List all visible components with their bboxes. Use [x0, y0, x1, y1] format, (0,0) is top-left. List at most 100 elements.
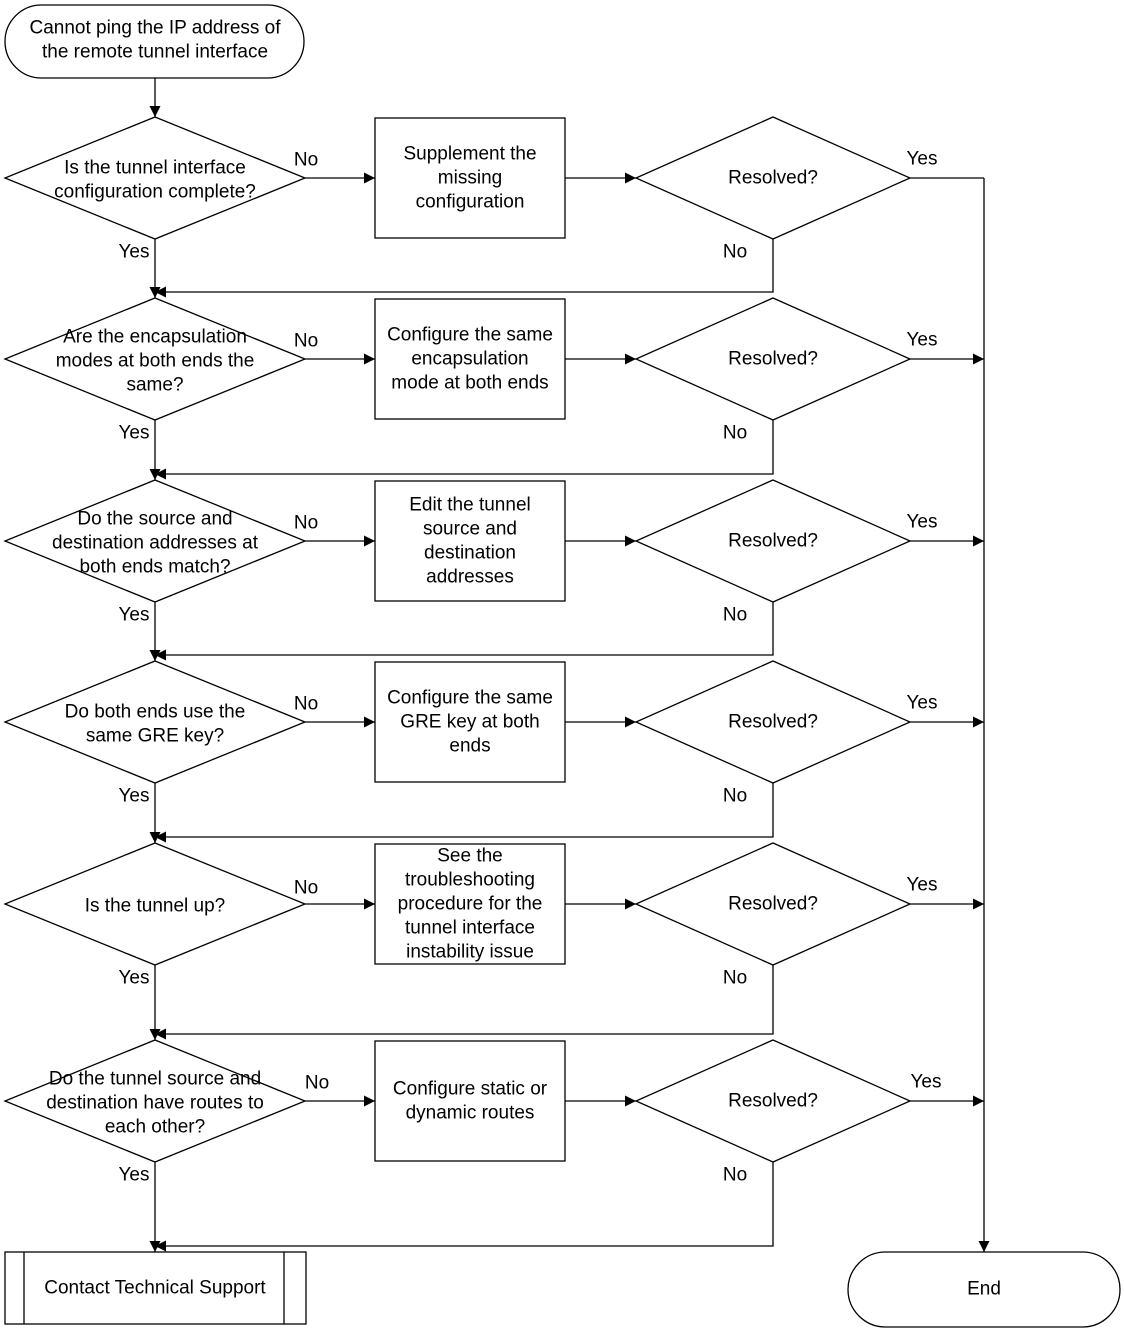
question-5-decision: Is the tunnel up? [3, 842, 307, 966]
question-5-shape [3, 842, 307, 966]
action-6-shape [374, 1040, 566, 1162]
resolved-1-decision: Resolved? [634, 116, 912, 240]
resolved-1-shape [634, 116, 912, 240]
resolved-4-no-line [155, 783, 774, 843]
question-5-text-line: Is the tunnel up? [85, 896, 226, 917]
question-3-text-line: destination addresses at [52, 533, 259, 554]
question-6-yes-label: Yes [119, 1165, 150, 1186]
resolved-6-no-line [155, 1162, 774, 1252]
question-1-text-line: configuration complete? [54, 182, 256, 203]
question-3-text: Do the source and destination addresses a… [52, 509, 259, 578]
question-5-yes-label: Yes [119, 968, 150, 989]
action-5-text-line: instability issue [406, 942, 534, 963]
action-3-text-line: destination [424, 543, 516, 564]
connector-lines [149, 78, 990, 1252]
start-terminator: Cannot ping the IP address of the remote … [4, 4, 305, 79]
action-5-text-line: See the [437, 846, 503, 867]
resolved-5-shape [634, 842, 912, 966]
question-1-decision: Is the tunnel interface configuration com… [3, 116, 307, 240]
resolved-5-text: Resolved? [728, 894, 818, 915]
question-4-shape [3, 660, 307, 784]
question-3-text-line: Do the source and [77, 509, 232, 530]
question-6-text-line: destination have routes to [46, 1093, 264, 1114]
action-4-text-line: ends [449, 736, 490, 757]
resolved-4-decision: Resolved? [634, 660, 912, 784]
action-1-text-line: configuration [416, 192, 525, 213]
action-5-text-line: tunnel interface [405, 918, 535, 939]
question-2-yes-label: Yes [119, 423, 150, 444]
question-4-no-label: No [294, 694, 318, 715]
contact-support-process: Contact Technical Support [4, 1251, 307, 1325]
question-6-shape [3, 1039, 307, 1163]
action-3-text-line: Edit the tunnel [409, 495, 530, 516]
action-2-text-line: encapsulation [411, 349, 528, 370]
resolved-6-decision: Resolved? [634, 1039, 912, 1163]
action-3-text-line: addresses [426, 567, 514, 588]
question-2-shape [3, 297, 307, 421]
action-6-text-line: Configure static or [393, 1079, 548, 1100]
action-5-text-line: troubleshooting [405, 870, 535, 891]
question-3-shape [3, 479, 307, 603]
connector-labels: NoYesYesNoNoYesYesNoNoYesYesNoNoYesYesNo… [119, 149, 942, 1186]
question-3-yes-label: Yes [119, 605, 150, 626]
contact-support-text: Contact Technical Support [44, 1278, 266, 1299]
resolved-6-no-label: No [723, 1165, 747, 1186]
question-1-yes-label: Yes [119, 242, 150, 263]
question-2-text-line: same? [126, 375, 183, 396]
action-3-text-line: source and [423, 519, 517, 540]
resolved-2-no-label: No [723, 423, 747, 444]
question-2-no-label: No [294, 331, 318, 352]
action-6-process: Configure static or dynamic routes [374, 1040, 566, 1162]
start-text-line: the remote tunnel interface [42, 42, 268, 63]
question-4-yes-label: Yes [119, 786, 150, 807]
end-text: End [967, 1279, 1001, 1300]
flowchart-nodes: Cannot ping the IP address of the remote … [3, 4, 1121, 1328]
question-6-text-line: each other? [105, 1117, 205, 1138]
action-6-text: Configure static or dynamic routes [393, 1079, 548, 1124]
resolved-2-yes-label: Yes [907, 330, 938, 351]
resolved-5-yes-label: Yes [907, 875, 938, 896]
start-text-line: Cannot ping the IP address of [29, 18, 281, 39]
question-2-text-line: modes at both ends the [56, 351, 255, 372]
action-2-shape [374, 298, 566, 420]
action-4-text-line: Configure the same [387, 688, 553, 709]
question-3-decision: Do the source and destination addresses a… [3, 479, 307, 603]
question-4-text-line: Do both ends use the [65, 702, 246, 723]
resolved-3-no-line [155, 602, 774, 661]
question-5-no-label: No [294, 878, 318, 899]
resolved-5-decision: Resolved? [634, 842, 912, 966]
end-terminator: End [847, 1251, 1121, 1328]
action-4-text-line: GRE key at both [400, 712, 539, 733]
end-shape [847, 1251, 1121, 1328]
action-4-shape [374, 661, 566, 783]
question-1-text-line: Is the tunnel interface [64, 158, 246, 179]
resolved-2-shape [634, 297, 912, 421]
resolved-1-yes-label: Yes [907, 149, 938, 170]
action-1-text-line: missing [438, 168, 502, 189]
resolved-1-text: Resolved? [728, 168, 818, 189]
action-1-shape [374, 117, 566, 239]
question-3-text-line: both ends match? [79, 557, 230, 578]
start-text: Cannot ping the IP address of the remote … [29, 18, 281, 63]
resolved-2-no-line [155, 420, 774, 480]
resolved-6-text: Resolved? [728, 1091, 818, 1112]
action-6-text-line: dynamic routes [406, 1103, 535, 1124]
start-shape [4, 4, 305, 79]
question-3-no-label: No [294, 513, 318, 534]
resolved-6-yes-label: Yes [911, 1072, 942, 1093]
question-1-no-label: No [294, 150, 318, 171]
resolved-3-no-label: No [723, 605, 747, 626]
